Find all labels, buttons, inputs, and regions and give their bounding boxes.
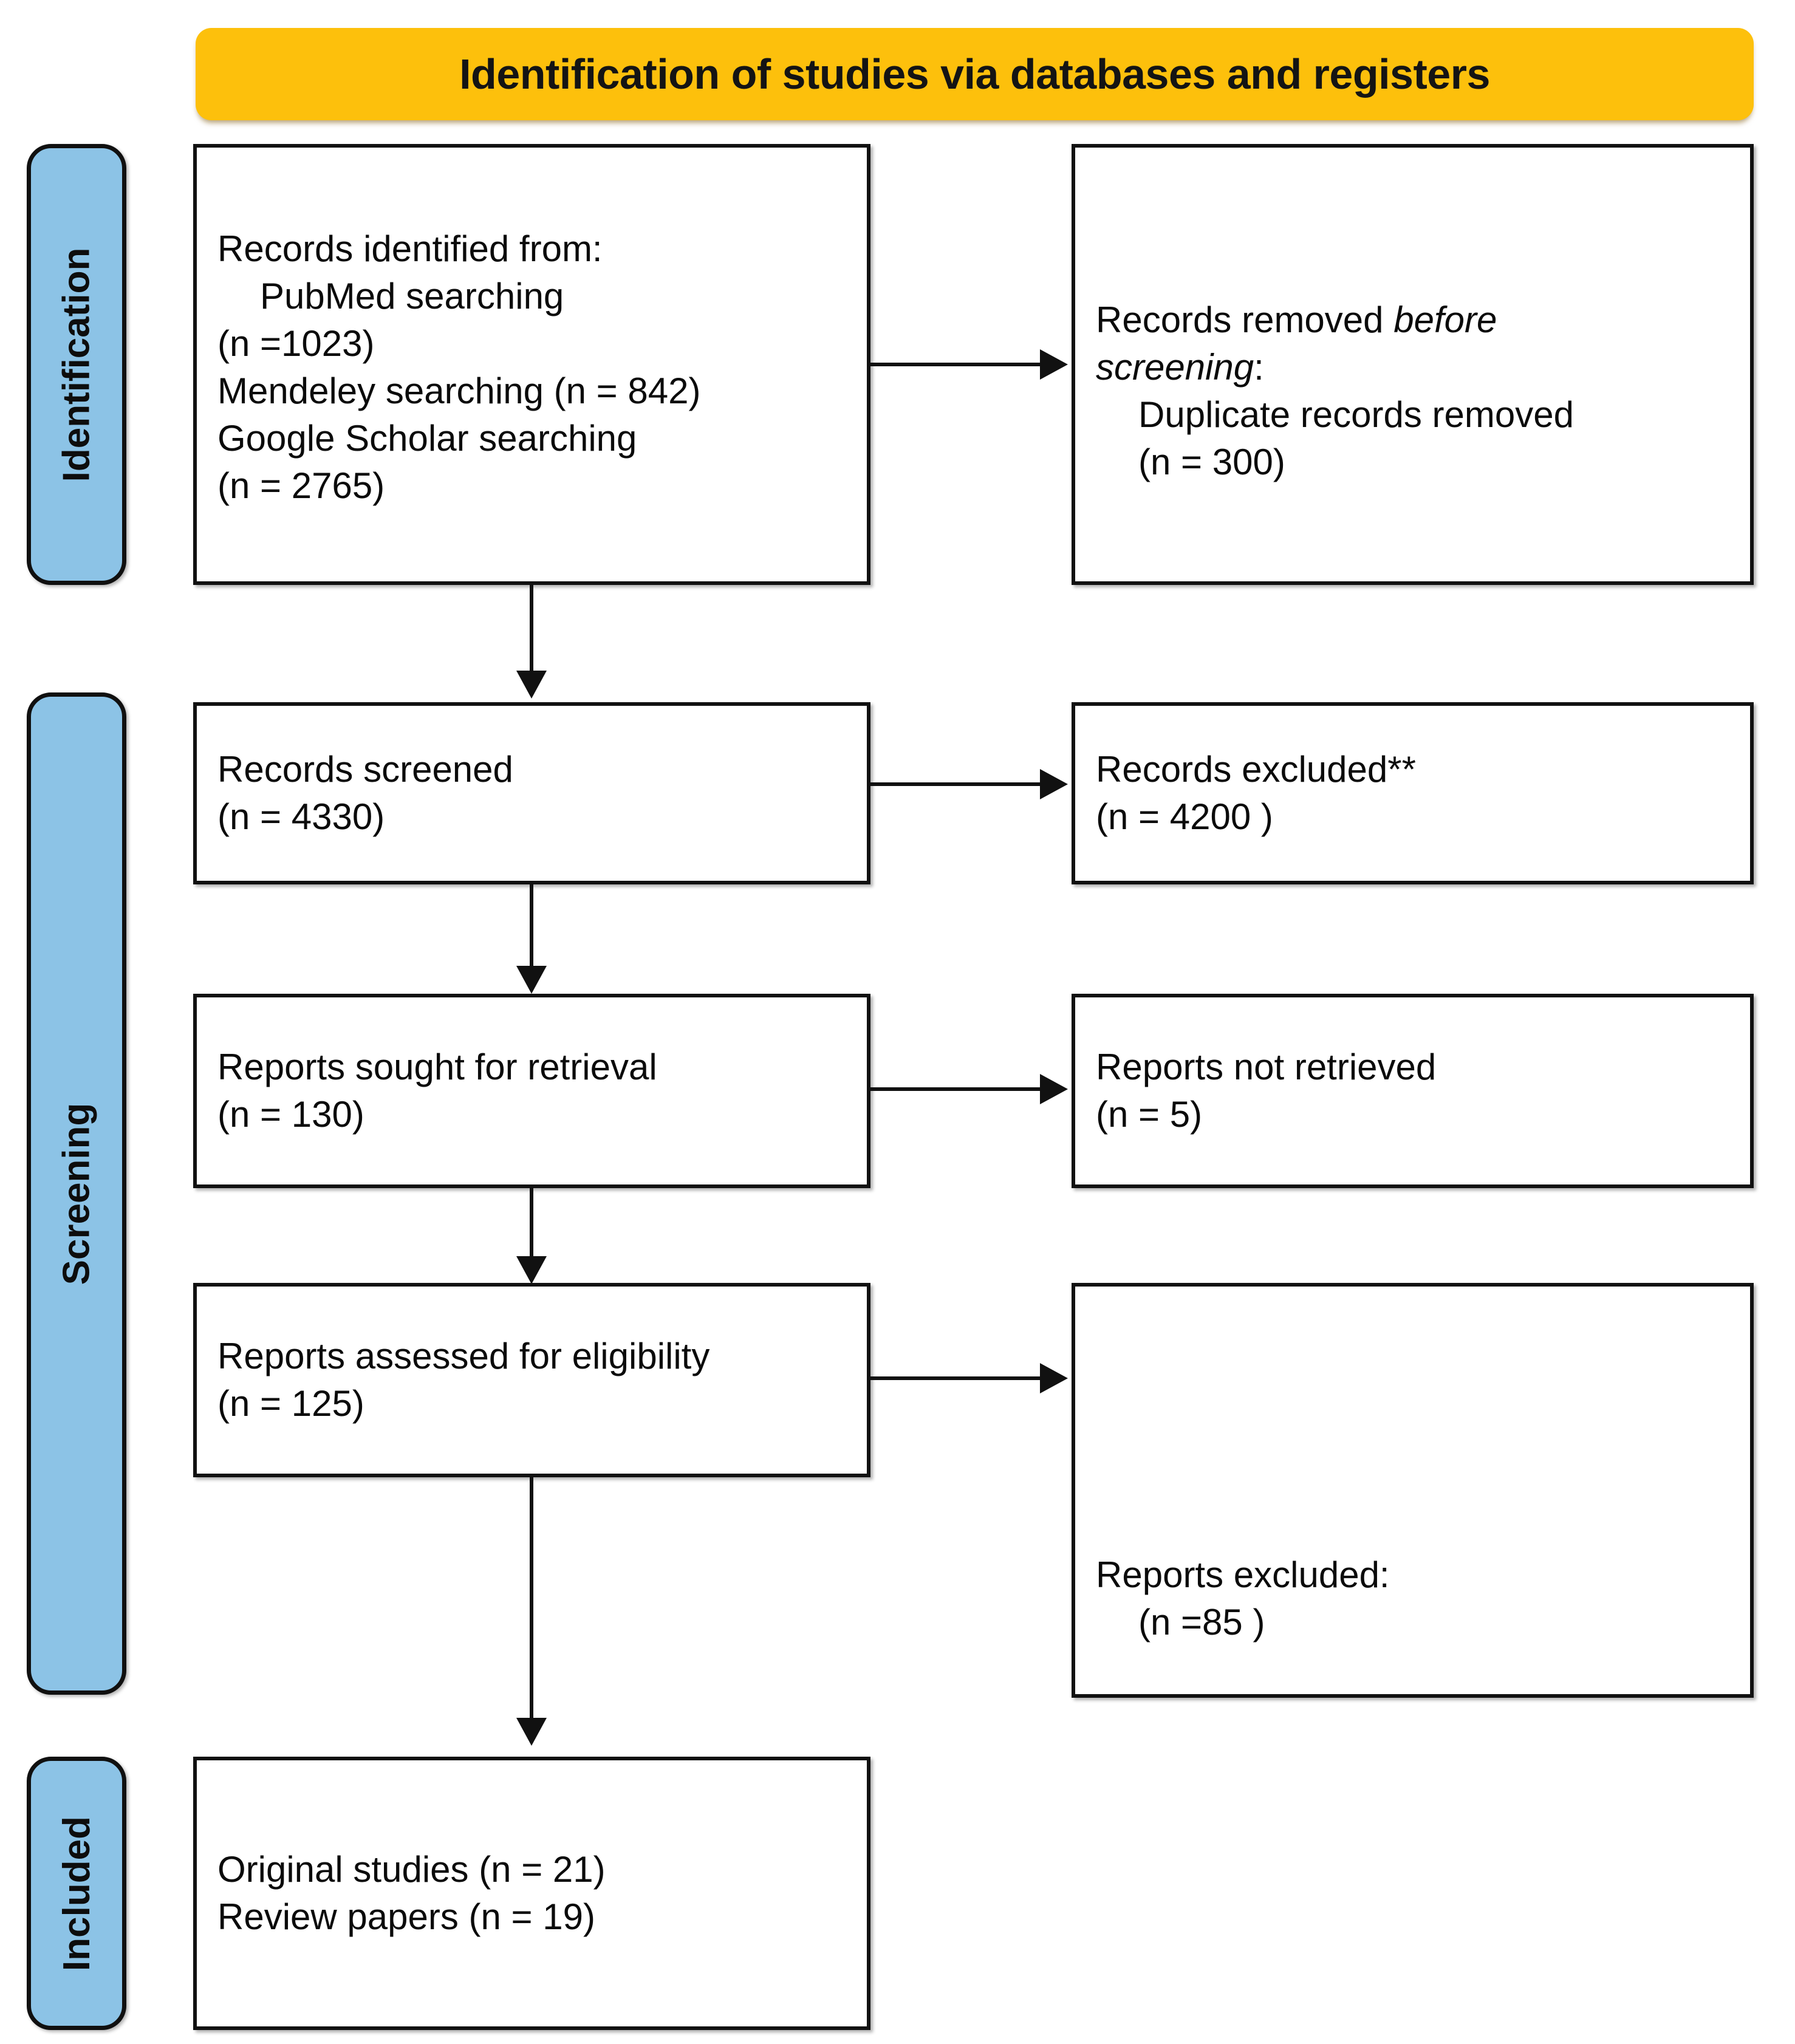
connector-identified-to-screened bbox=[530, 585, 533, 673]
stage-label-identification: Identification bbox=[55, 247, 98, 482]
records-identified-line-5: Google Scholar searching bbox=[217, 418, 637, 459]
stage-pill-screening: Screening bbox=[27, 692, 126, 1695]
stage-label-screening: Screening bbox=[55, 1102, 98, 1285]
connector-screened-to-sought bbox=[530, 884, 533, 969]
box-studies-included: Original studies (n = 21) Review papers … bbox=[193, 1757, 870, 2030]
diagram-title-banner: Identification of studies via databases … bbox=[196, 28, 1754, 120]
box-records-screened: Records screened (n = 4330) bbox=[193, 702, 870, 884]
box-reports-excluded: Reports excluded: (n =85 ) bbox=[1072, 1283, 1754, 1698]
connector-assessed-to-excluded bbox=[870, 1376, 1044, 1380]
records-identified-line-2: PubMed searching bbox=[260, 276, 564, 316]
records-removed-line-1: Records removed before bbox=[1096, 296, 1729, 344]
reports-sought-line-2: (n = 130) bbox=[217, 1094, 364, 1135]
box-records-removed: Records removed before screening: Duplic… bbox=[1072, 144, 1754, 585]
arrowhead-screened-to-sought bbox=[516, 966, 547, 994]
arrowhead-sought-to-notretrieved bbox=[1040, 1074, 1068, 1104]
reports-sought-line-1: Reports sought for retrieval bbox=[217, 1047, 657, 1087]
records-removed-line-3: Duplicate records removed bbox=[1138, 394, 1574, 435]
stage-pill-included: Included bbox=[27, 1757, 126, 2030]
reports-not-retrieved-line-1: Reports not retrieved bbox=[1096, 1047, 1437, 1087]
reports-not-retrieved-line-2: (n = 5) bbox=[1096, 1094, 1203, 1135]
records-screened-line-2: (n = 4330) bbox=[217, 796, 385, 837]
box-reports-not-retrieved: Reports not retrieved (n = 5) bbox=[1072, 994, 1754, 1188]
stage-label-included: Included bbox=[55, 1816, 98, 1971]
reports-excluded-line-2: (n =85 ) bbox=[1138, 1601, 1265, 1642]
records-removed-line-4: (n = 300) bbox=[1138, 442, 1285, 482]
connector-sought-to-assessed bbox=[530, 1188, 533, 1260]
arrowhead-identified-to-removed bbox=[1040, 349, 1068, 380]
studies-included-line-2: Review papers (n = 19) bbox=[217, 1896, 595, 1937]
page-title: Identification of studies via databases … bbox=[459, 50, 1490, 98]
stage-pill-identification: Identification bbox=[27, 144, 126, 585]
records-identified-line-1: Records identified from: bbox=[217, 228, 603, 269]
connector-screened-to-excluded bbox=[870, 782, 1044, 786]
box-records-identified: Records identified from: PubMed searchin… bbox=[193, 144, 870, 585]
box-reports-assessed: Reports assessed for eligibility (n = 12… bbox=[193, 1283, 870, 1477]
reports-assessed-line-2: (n = 125) bbox=[217, 1383, 364, 1424]
box-reports-sought: Reports sought for retrieval (n = 130) bbox=[193, 994, 870, 1188]
arrowhead-sought-to-assessed bbox=[516, 1256, 547, 1284]
records-identified-line-3: (n =1023) bbox=[217, 323, 375, 364]
records-identified-line-4: Mendeley searching (n = 842) bbox=[217, 371, 701, 411]
arrowhead-identified-to-screened bbox=[516, 671, 547, 699]
records-removed-text-italic: before bbox=[1393, 299, 1497, 340]
connector-assessed-to-included bbox=[530, 1477, 533, 1720]
records-removed-screening-italic: screening bbox=[1096, 347, 1254, 388]
records-removed-line-2: screening: bbox=[1096, 344, 1729, 391]
arrowhead-screened-to-excluded bbox=[1040, 769, 1068, 799]
connector-identified-to-removed bbox=[870, 363, 1044, 366]
records-removed-colon: : bbox=[1254, 347, 1264, 388]
box-records-excluded: Records excluded** (n = 4200 ) bbox=[1072, 702, 1754, 884]
records-removed-text-plain: Records removed bbox=[1096, 299, 1394, 340]
reports-assessed-line-1: Reports assessed for eligibility bbox=[217, 1336, 710, 1376]
records-identified-line-6: (n = 2765) bbox=[217, 465, 385, 506]
reports-excluded-line-1: Reports excluded: bbox=[1096, 1554, 1390, 1595]
arrowhead-assessed-to-included bbox=[516, 1718, 547, 1746]
records-excluded-line-2: (n = 4200 ) bbox=[1096, 796, 1273, 837]
arrowhead-assessed-to-excluded bbox=[1040, 1363, 1068, 1393]
records-screened-line-1: Records screened bbox=[217, 749, 513, 790]
records-excluded-line-1: Records excluded** bbox=[1096, 749, 1416, 790]
studies-included-line-1: Original studies (n = 21) bbox=[217, 1849, 606, 1890]
connector-sought-to-notretrieved bbox=[870, 1087, 1044, 1091]
